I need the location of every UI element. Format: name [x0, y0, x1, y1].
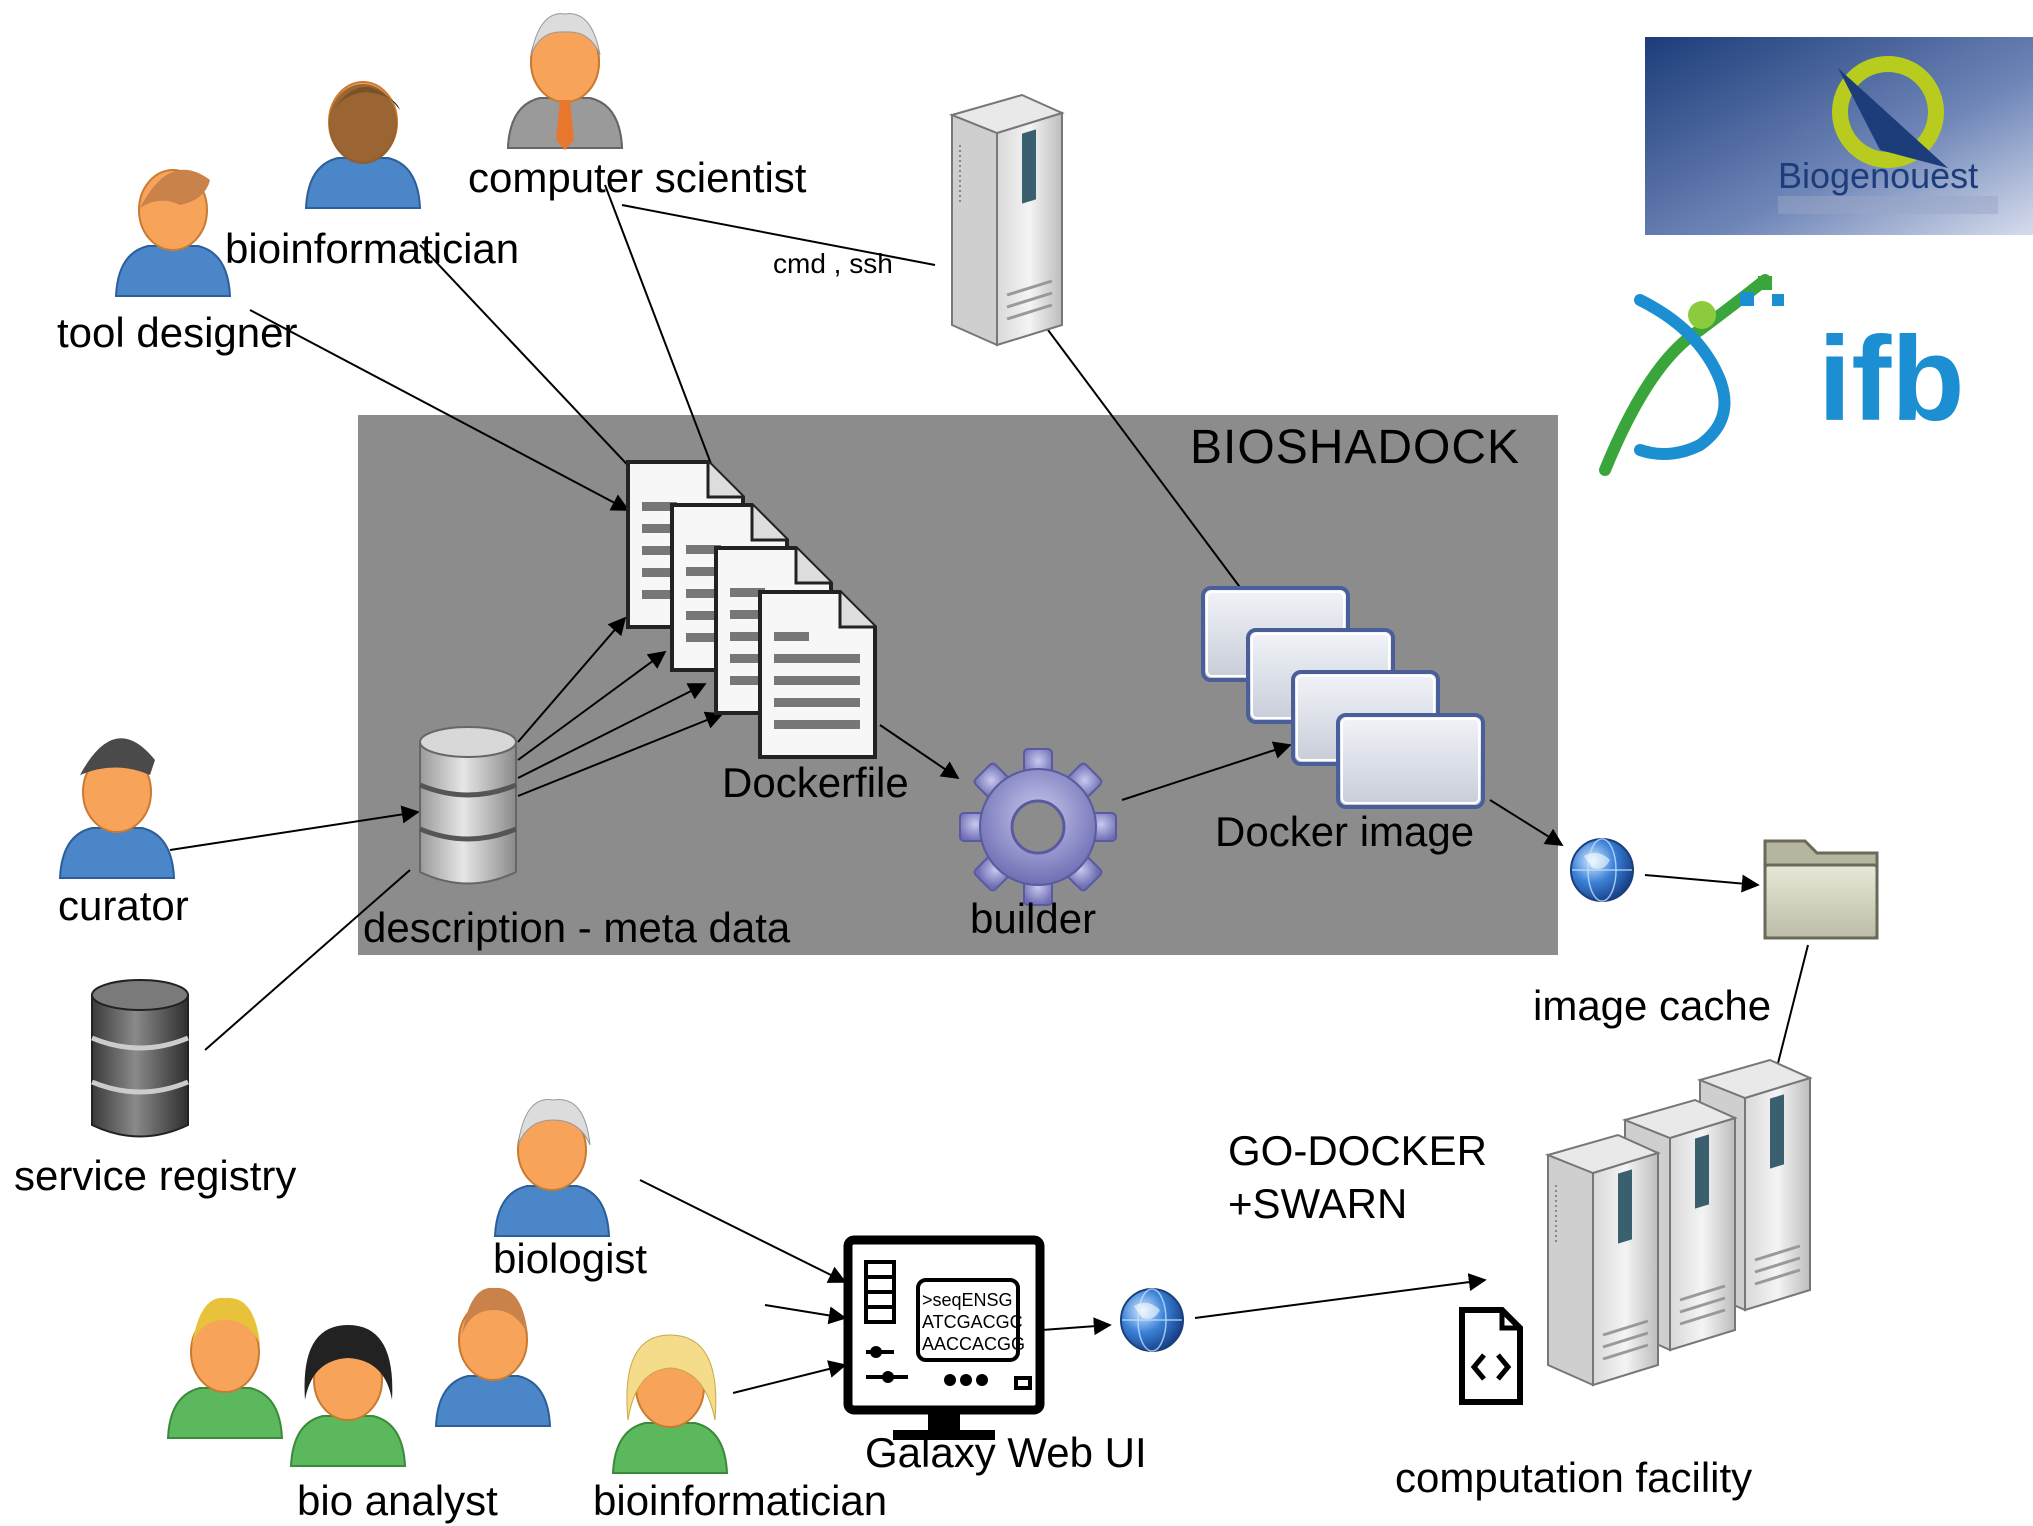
curator-label: curator	[58, 882, 189, 929]
arrow-db-to-doc1	[517, 616, 627, 743]
ifb-text: ifb	[1818, 312, 1965, 446]
description-label: description - meta data	[363, 904, 791, 951]
biogenouest-ring-icon	[1832, 56, 1944, 168]
person-icon	[59, 751, 175, 879]
cmd-ssh-label: cmd , ssh	[773, 248, 893, 279]
database-dark-icon	[92, 980, 188, 1137]
biogenouest-text: Biogenouest	[1778, 155, 1978, 196]
grey-hair-icon	[517, 1099, 591, 1146]
database-icon	[420, 727, 516, 884]
dockerfile-label: Dockerfile	[722, 759, 909, 806]
sequence-line-3: AACCACGG	[922, 1334, 1025, 1354]
cap-icon	[80, 738, 155, 775]
person-icon	[494, 1109, 610, 1237]
bioinformatician-top-label: bioinformatician	[225, 225, 519, 272]
face-dark-icon	[329, 84, 397, 164]
bio-analyst-label: bio analyst	[297, 1477, 498, 1524]
arrow-globe-to-facility	[1194, 1273, 1487, 1319]
arrow-db-to-doc2	[517, 650, 667, 761]
image-card-icon	[1336, 713, 1485, 809]
folder-icon	[1763, 839, 1879, 940]
arrow-curator-to-db	[169, 805, 420, 851]
biologist-label: biologist	[493, 1235, 647, 1282]
service-registry-label: service registry	[14, 1152, 296, 1199]
arrow-bioinformatician-to-galaxy	[732, 1360, 847, 1394]
dna-helix-icon	[1599, 274, 1771, 476]
monitor-icon: >seqENSG ATCGACGC AACCACGG	[843, 1235, 1045, 1440]
arrow-globe-to-cache	[1644, 874, 1760, 893]
globe-icon	[1570, 838, 1634, 902]
builder-label: builder	[970, 895, 1096, 942]
line-registry-to-db	[204, 869, 411, 1051]
dna-helix-icon	[1634, 294, 1731, 460]
computer-scientist-label: computer scientist	[468, 154, 807, 201]
bioinformatician-bottom-label: bioinformatician	[593, 1477, 887, 1524]
gear-icon	[959, 748, 1117, 906]
server-rack	[1546, 1058, 1812, 1387]
blonde-hair-icon	[626, 1334, 717, 1421]
arrow-db-to-doc4	[517, 711, 724, 797]
server-icon	[950, 93, 1064, 347]
document-icon	[758, 590, 877, 759]
bioshadock-title: BIOSHADOCK	[1190, 421, 1520, 474]
arrow-image-to-globe	[1489, 799, 1564, 846]
server-icon	[1546, 1133, 1660, 1387]
sequence-line-2: ATCGACGC	[922, 1312, 1023, 1332]
arrow-builder-to-image	[1121, 741, 1292, 801]
ifb-logo: ifb	[1599, 274, 1965, 476]
sequence-line-1: >seqENSG	[922, 1290, 1013, 1310]
yellow-hair-icon	[192, 1297, 260, 1345]
image-cache-label: image cache	[1533, 982, 1771, 1029]
arrow-tool-designer-to-dockerfile	[249, 309, 630, 511]
docker-image-label: Docker image	[1215, 808, 1474, 855]
person-icon	[167, 1311, 283, 1439]
tool-designer-label: tool designer	[57, 309, 298, 356]
swarn-label: +SWARN	[1228, 1180, 1407, 1227]
hair-icon	[462, 1287, 528, 1335]
line-cache-to-facility	[1774, 944, 1809, 1076]
connectors	[169, 184, 1809, 1394]
tie-icon	[556, 100, 574, 150]
biogenouest-wing-icon	[1838, 68, 1948, 168]
biogenouest-logo: Biogenouest	[1645, 37, 2033, 235]
code-file-icon	[1459, 1307, 1523, 1405]
person-icon	[435, 1299, 551, 1427]
arrow-galaxy-to-globe	[1041, 1317, 1112, 1336]
arrow-biologist-to-galaxy	[639, 1179, 847, 1283]
line-server-to-docker-image	[1047, 329, 1243, 591]
grey-hair-icon	[530, 13, 601, 56]
arrow-db-to-doc3	[517, 683, 707, 779]
arrow-dockerfile-to-builder	[879, 724, 960, 780]
galaxy-label: Galaxy Web UI	[865, 1429, 1147, 1476]
go-docker-label: GO-DOCKER	[1228, 1127, 1487, 1174]
arrow-analysts-to-galaxy	[764, 1304, 847, 1325]
line-computer-scientist-to-server	[621, 204, 936, 266]
hair-icon	[140, 169, 210, 208]
black-hair-icon	[304, 1325, 393, 1400]
globe-icon	[1120, 1288, 1184, 1352]
computation-facility-label: computation facility	[1395, 1454, 1752, 1501]
